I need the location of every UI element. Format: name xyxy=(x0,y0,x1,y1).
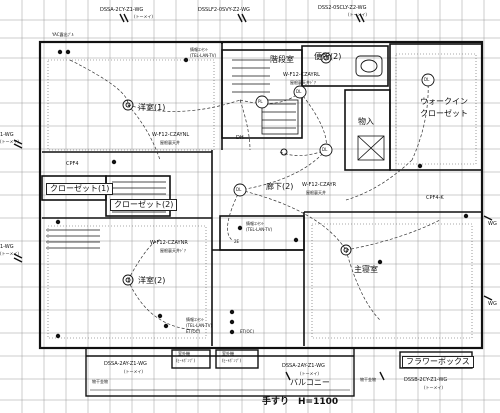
2e-label: 2E xyxy=(234,239,240,244)
cable-ticks xyxy=(13,13,493,381)
cable-label-top-a: DSSA-2CY-Z1-WG xyxy=(100,7,144,13)
cable-label-bottom-left: DSSA-2AY-Z1-WG xyxy=(104,361,147,367)
cable-label-left-lower: 1-WG xyxy=(0,244,14,250)
cpf-label-left: CPF4 xyxy=(66,161,79,167)
room-label-storage: 物入 xyxy=(358,117,374,126)
dl-label-hall-2: DL xyxy=(236,187,242,192)
ac-box-label: YAC露出ﾌﾟﾙ xyxy=(52,32,74,37)
wiring-label-1: W-F12-CZAYNL xyxy=(152,132,190,138)
room-label-western-1: 洋室(1) xyxy=(138,103,166,112)
handrail-label: 手すり H=1100 xyxy=(262,397,339,407)
wiring-label-4: W-F12-CZAYR xyxy=(302,182,337,188)
outdoor-unit-2-sub: (ﾋｰﾄﾎﾟﾝﾌﾟ) xyxy=(222,358,242,363)
balcony-structure xyxy=(85,347,473,397)
room-label-flower-box: フラワーボックス xyxy=(402,356,474,368)
info-outlet-label-2: 情報ｺﾝｾﾝﾄ xyxy=(246,221,264,226)
room-label-closet-1: クローゼット(1) xyxy=(46,183,114,195)
et-outlet-1: ET(OC) xyxy=(186,329,201,334)
cable-label-left-upper-sub: (トーメイ) xyxy=(0,139,19,144)
info-outlet-label-3: 情報ｺﾝｾﾝﾄ xyxy=(186,317,204,322)
cable-label-bottom-center-sub: (トーメイ) xyxy=(300,371,319,376)
cable-label-bottom-left-sub: (トーメイ) xyxy=(124,369,143,374)
wiring-dashes xyxy=(69,59,441,331)
outdoor-unit-1: 室外機 xyxy=(178,351,190,356)
outdoor-unit-2: 室外機 xyxy=(222,351,234,356)
laundry-bracket-1: 物干金物 xyxy=(92,379,108,384)
dl-label-hall-1: DL xyxy=(322,147,328,152)
downlights xyxy=(233,73,435,197)
wiring-label-1-sub: 屋根裏天井 xyxy=(160,140,180,145)
cpf-label-right: CPF4-K xyxy=(426,195,444,201)
info-outlet-1: (TEL-LAN-TV) xyxy=(190,53,216,58)
cable-label-left-lower-sub: (トーメイ) xyxy=(0,251,19,256)
outdoor-unit-1-sub: (ﾋｰﾄﾎﾟﾝﾌﾟ) xyxy=(176,358,196,363)
toilet-fixture xyxy=(355,55,383,77)
ceiling-light-fixtures xyxy=(122,52,352,286)
room-label-toilet: 便所(2) xyxy=(314,52,342,61)
cable-label-right-b: WG xyxy=(488,301,497,307)
wiring-label-3-sub: 屋根裏天井ﾄﾞｱ xyxy=(160,248,186,253)
storage-grid-box xyxy=(357,135,385,161)
info-outlet-2: (TEL-LAN-TV) xyxy=(246,227,272,232)
cable-label-bottom-right: DSSB-2CY-Z1-WG xyxy=(404,377,448,383)
wiring-label-2: W-F12-CZAYRL xyxy=(283,72,320,78)
cable-label-right-a: WG xyxy=(488,221,497,227)
cable-label-bottom-right-sub: (トーメイ) xyxy=(424,385,443,390)
room-label-balcony: バルコニー xyxy=(290,378,330,387)
info-outlet-label-1: 情報ｺﾝｾﾝﾄ xyxy=(190,47,208,52)
cable-label-top-b: DSSLF2-0SVY-Z2-WG xyxy=(198,7,250,13)
cable-label-top-c: DSS2-0SCLY-Z2-WG xyxy=(318,5,367,11)
cable-label-left-upper: 1-WG xyxy=(0,132,14,138)
et-outlet-2: ET(OC) xyxy=(240,329,255,334)
room-label-stair: 階段室 xyxy=(270,55,294,64)
dh-label: DH xyxy=(236,135,244,141)
laundry-bracket-2: 物干金物 xyxy=(360,377,376,382)
room-label-master: 主寝室 xyxy=(354,265,378,274)
room-label-western-2: 洋室(2) xyxy=(138,276,166,285)
room-label-closet-2: クローゼット(2) xyxy=(110,199,178,211)
pl-label-stair: PL xyxy=(258,99,263,104)
cable-label-top-c-sub: (トーメイ) xyxy=(348,12,367,17)
wiring-label-4-sub: 屋根裏天井 xyxy=(306,190,326,195)
dl-label-walkin: DL xyxy=(424,77,430,82)
wiring-label-3: W-F12-CZAYNR xyxy=(150,240,188,246)
cable-label-bottom-center: DSSA-2AY-Z1-WG xyxy=(282,363,325,369)
cable-label-top-a-sub: (トーメイ) xyxy=(134,14,153,19)
room-label-walkin-2: クローゼット xyxy=(420,109,468,118)
wiring-label-2-sub: 屋根裏天井ﾄﾞｱ xyxy=(290,80,316,85)
room-label-walkin-1: ウォークイン xyxy=(420,97,468,106)
dl-label-stair: DL xyxy=(296,89,302,94)
ceiling-dotted-areas xyxy=(47,53,477,339)
room-label-hall: 廊下(2) xyxy=(266,182,294,191)
outlet-symbols xyxy=(55,49,469,339)
info-outlet-3: (TEL-LAN-TV) xyxy=(186,323,212,328)
